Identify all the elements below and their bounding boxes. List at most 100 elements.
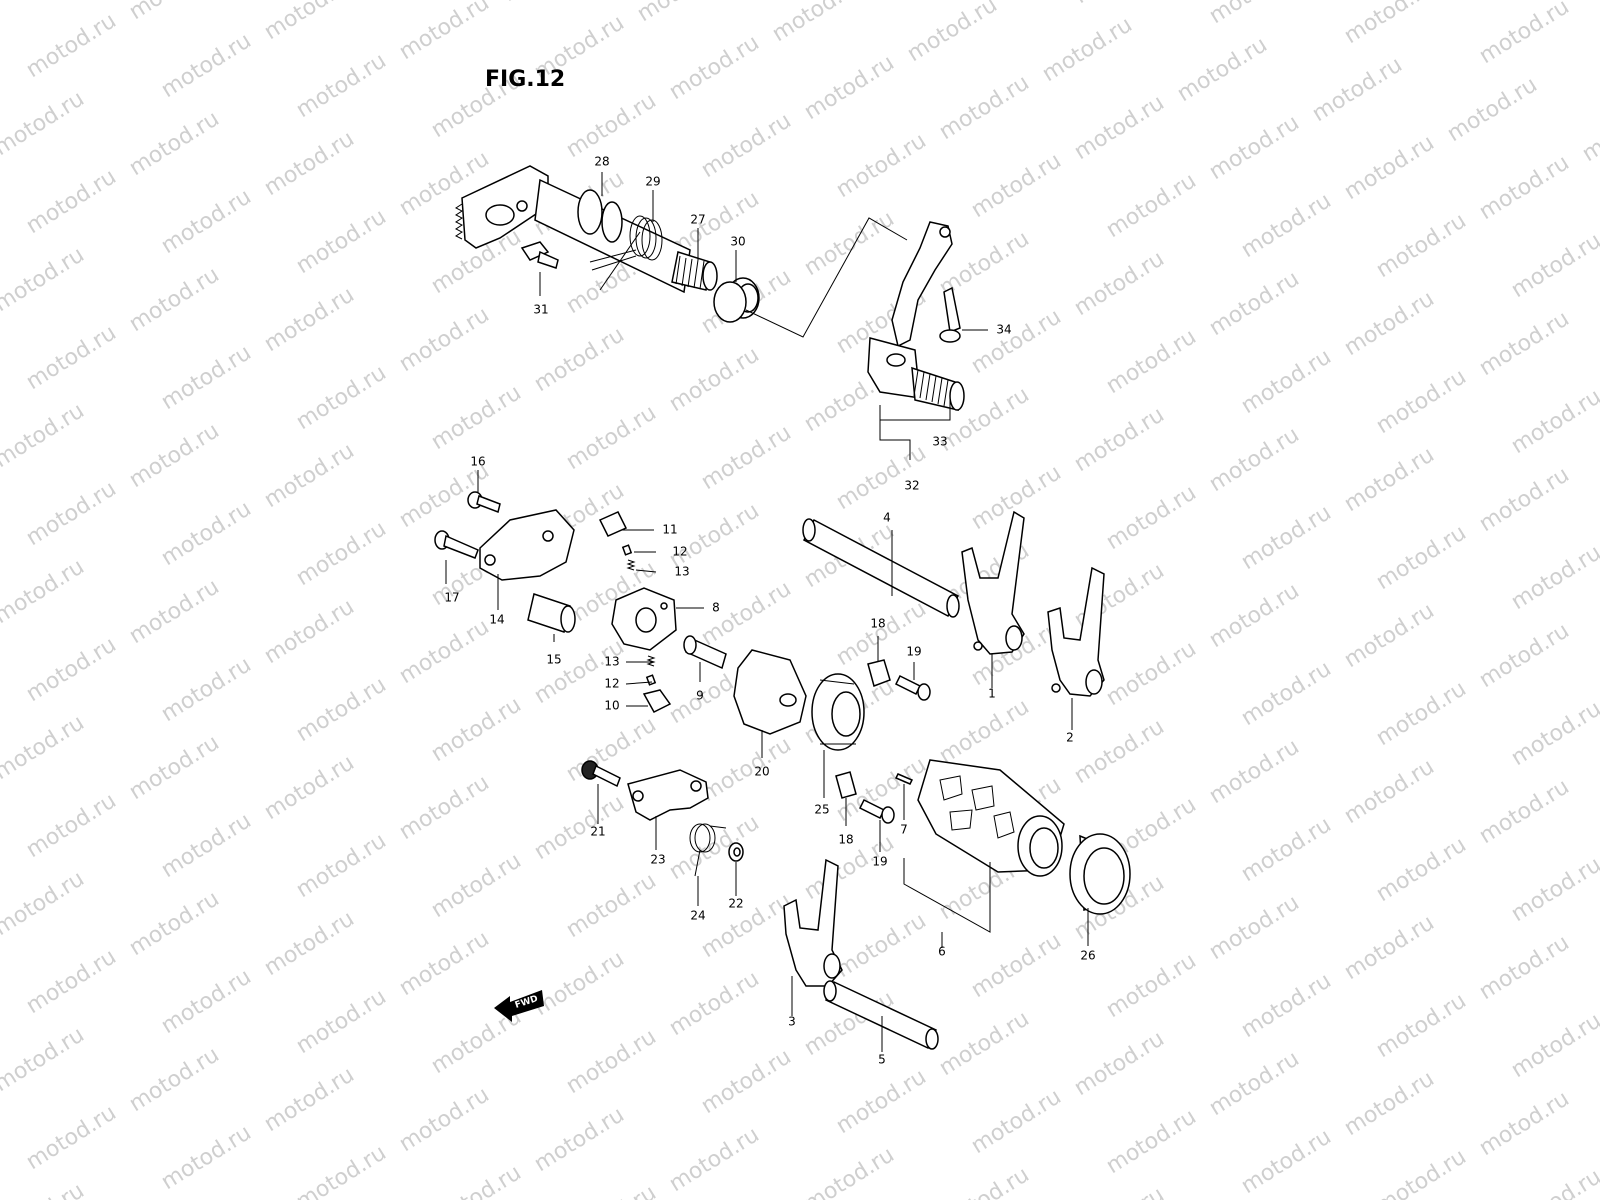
watermark-text: motod.ru bbox=[260, 0, 359, 45]
pin-spring-upper-part bbox=[621, 544, 636, 571]
watermark-text: motod.ru bbox=[967, 148, 1066, 223]
watermark-text: motod.ru bbox=[1372, 988, 1471, 1063]
watermark-text: motod.ru bbox=[125, 730, 224, 805]
callout-18b: 18 bbox=[838, 833, 853, 847]
callout-24: 24 bbox=[690, 909, 705, 923]
plate-18-lower-part bbox=[835, 771, 857, 799]
watermark-text: motod.ru bbox=[1102, 324, 1201, 399]
watermark-text: motod.ru bbox=[967, 304, 1066, 379]
leader-lines bbox=[445, 172, 1089, 1052]
watermark-text: motod.ru bbox=[1475, 0, 1574, 69]
pin-7-part bbox=[894, 773, 914, 785]
gearshift-arm-part bbox=[867, 221, 965, 411]
watermark-text: motod.ru bbox=[0, 554, 89, 629]
watermark-text: motod.ru bbox=[1070, 246, 1169, 321]
watermark-text: motod.ru bbox=[292, 516, 391, 591]
watermark-text: motod.ru bbox=[1237, 812, 1336, 887]
watermark-text: motod.ru bbox=[935, 1006, 1034, 1081]
watermark-text: motod.ru bbox=[1237, 656, 1336, 731]
watermark-text: motod.ru bbox=[967, 928, 1066, 1003]
callout-17: 17 bbox=[444, 591, 459, 605]
callout-9: 9 bbox=[696, 689, 704, 703]
watermark-text: motod.ru bbox=[157, 1120, 256, 1195]
watermark-text: motod.ru bbox=[1102, 480, 1201, 555]
watermark-text: motod.ru bbox=[1340, 910, 1439, 985]
callout-29: 29 bbox=[645, 175, 660, 189]
watermark-text: motod.ru bbox=[1475, 462, 1574, 537]
callout-10: 10 bbox=[604, 699, 619, 713]
watermark-text: motod.ru bbox=[1205, 422, 1304, 497]
watermark-text: motod.ru bbox=[832, 908, 931, 983]
callout-14: 14 bbox=[489, 613, 504, 627]
callout-4: 4 bbox=[883, 511, 891, 525]
callout-7: 7 bbox=[900, 823, 908, 837]
watermark-text: motod.ru bbox=[903, 0, 1002, 67]
watermark-text: motod.ru bbox=[292, 204, 391, 279]
fork-shaft-5-part bbox=[823, 980, 939, 1050]
cam-stopper-23-part bbox=[627, 769, 709, 821]
watermark-text: motod.ru bbox=[1507, 852, 1600, 927]
callout-13a: 13 bbox=[674, 565, 689, 579]
watermark-text: motod.ru bbox=[292, 360, 391, 435]
watermark-text: motod.ru bbox=[1205, 266, 1304, 341]
watermark-text: motod.ru bbox=[697, 732, 796, 807]
watermark-text: motod.ru bbox=[1070, 90, 1169, 165]
watermark-text: motod.ru bbox=[1578, 92, 1600, 167]
watermark-text: motod.ru bbox=[260, 126, 359, 201]
watermark-text: motod.ru bbox=[562, 400, 661, 475]
watermark-text: motod.ru bbox=[0, 1178, 89, 1200]
fwd-arrow-icon: FWD bbox=[494, 990, 544, 1022]
watermark-text: motod.ru bbox=[1205, 1046, 1304, 1121]
gearshift-shaft-part bbox=[455, 165, 718, 294]
watermark-text: motod.ru bbox=[665, 966, 764, 1041]
watermark-text: motod.ru bbox=[157, 28, 256, 103]
needle-bearing-26-part bbox=[1069, 833, 1131, 915]
watermark-text: motod.ru bbox=[157, 340, 256, 415]
callout-13b: 13 bbox=[604, 655, 619, 669]
callout-19a: 19 bbox=[906, 645, 921, 659]
watermark-text: motod.ru bbox=[22, 632, 121, 707]
watermark-text: motod.ru bbox=[1205, 578, 1304, 653]
watermark-text: motod.ru bbox=[1237, 188, 1336, 263]
bolt-16-part bbox=[467, 491, 501, 514]
watermark-text: motod.ru bbox=[157, 652, 256, 727]
cam-pin-9-part bbox=[683, 635, 727, 670]
watermark-text: motod.ru bbox=[562, 88, 661, 163]
assembly-line bbox=[745, 217, 908, 338]
watermark-text: motod.ru bbox=[125, 886, 224, 961]
watermark-text: motod.ru bbox=[1507, 540, 1600, 615]
pawl-11-part bbox=[598, 511, 628, 537]
watermark-text: motod.ru bbox=[1038, 12, 1137, 87]
watermark-text: motod.ru bbox=[292, 48, 391, 123]
watermark-text: motod.ru bbox=[1340, 442, 1439, 517]
watermark-text: motod.ru bbox=[1340, 0, 1439, 49]
watermark-text: motod.ru bbox=[530, 322, 629, 397]
watermark-text: motod.ru bbox=[1237, 1124, 1336, 1199]
stopper-plate-14-part bbox=[479, 509, 575, 581]
callout-32: 32 bbox=[904, 479, 919, 493]
callout-30: 30 bbox=[730, 235, 745, 249]
watermark-text: motod.ru bbox=[1070, 402, 1169, 477]
watermark-text: motod.ru bbox=[697, 420, 796, 495]
callout-15: 15 bbox=[546, 653, 561, 667]
watermark-text: motod.ru bbox=[292, 1140, 391, 1200]
callout-6: 6 bbox=[938, 945, 946, 959]
watermark-text: motod.ru bbox=[1475, 1086, 1574, 1161]
watermark-text: motod.ru bbox=[1173, 32, 1272, 107]
watermark-text: motod.ru bbox=[0, 1022, 89, 1097]
watermark-text: motod.ru bbox=[633, 0, 732, 27]
watermark-text: motod.ru bbox=[530, 790, 629, 865]
watermark-text: motod.ru bbox=[1507, 696, 1600, 771]
watermark-text: motod.ru bbox=[260, 594, 359, 669]
callout-3: 3 bbox=[788, 1015, 796, 1029]
watermark-text: motod.ru bbox=[292, 828, 391, 903]
watermark-text: motod.ru bbox=[562, 868, 661, 943]
callout-19b: 19 bbox=[872, 855, 887, 869]
callout-31: 31 bbox=[533, 303, 548, 317]
callout-28: 28 bbox=[594, 155, 609, 169]
watermark-text: motod.ru bbox=[697, 1044, 796, 1119]
watermark-text: motod.ru bbox=[125, 574, 224, 649]
shift-cam-driven-gear-8-part bbox=[611, 587, 677, 651]
watermark-text: motod.ru bbox=[260, 282, 359, 357]
watermark-text: motod.ru bbox=[125, 418, 224, 493]
